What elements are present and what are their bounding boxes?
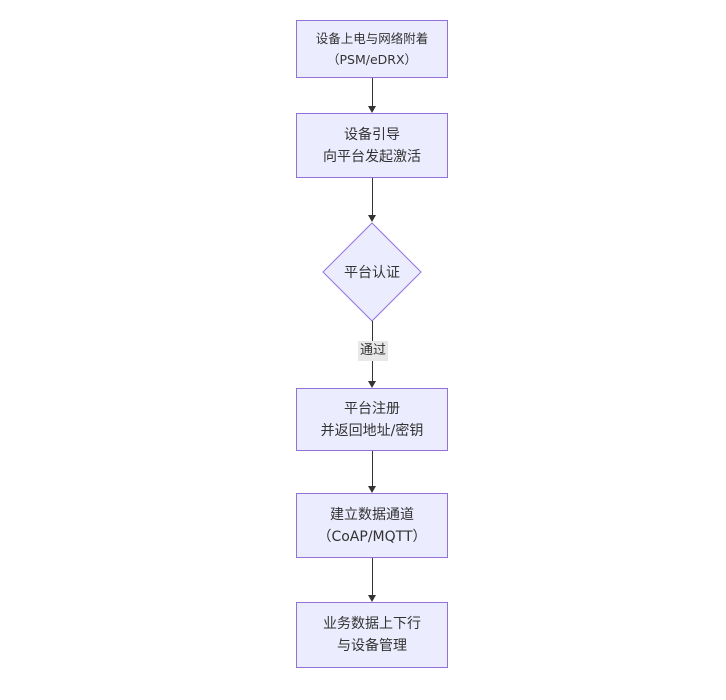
- arrowhead-icon: [368, 595, 376, 602]
- node-power-attach: 设备上电与网络附着 （PSM/eDRX）: [296, 20, 448, 78]
- node-line: 建立数据通道: [330, 506, 414, 523]
- edge-label-pass: 通过: [357, 341, 389, 361]
- arrowhead-icon: [368, 106, 376, 113]
- node-line: 业务数据上下行: [323, 616, 421, 632]
- node-line: （CoAP/MQTT）: [317, 528, 427, 545]
- node-business-data: 业务数据上下行 与设备管理: [296, 602, 448, 668]
- node-line: 与设备管理: [337, 638, 407, 654]
- node-line: 平台注册: [344, 400, 400, 417]
- node-line: 设备上电与网络附着: [315, 31, 429, 46]
- node-register: 平台注册 并返回地址/密钥: [296, 388, 448, 451]
- node-bootstrap: 设备引导 向平台发起激活: [296, 113, 448, 178]
- edge-line: [372, 178, 373, 215]
- node-line: 设备引导: [344, 126, 400, 143]
- node-line: 向平台发起激活: [323, 148, 421, 165]
- edge-line: [372, 78, 373, 106]
- edge-line: [372, 451, 373, 486]
- edge-line: [372, 558, 373, 595]
- node-data-channel: 建立数据通道 （CoAP/MQTT）: [296, 493, 448, 558]
- node-line: （PSM/eDRX）: [326, 52, 418, 67]
- arrowhead-icon: [368, 486, 376, 493]
- arrowhead-icon: [368, 381, 376, 388]
- node-line: 平台认证: [344, 265, 400, 281]
- decision-platform-auth: 平台认证: [322, 222, 422, 322]
- arrowhead-icon: [368, 215, 376, 222]
- node-line: 并返回地址/密钥: [320, 422, 424, 439]
